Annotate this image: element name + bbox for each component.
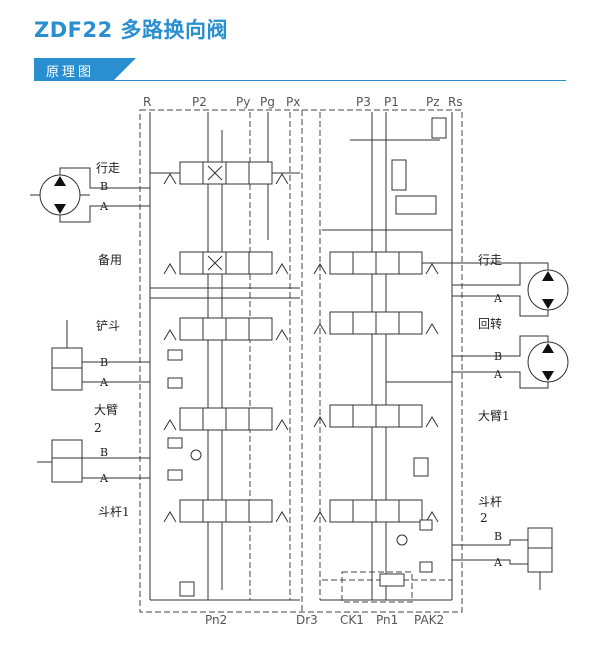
left-section-travel-label: 行走 — [96, 161, 120, 175]
left-section-spare-label: 备用 — [98, 253, 122, 267]
port-bottom-Pn1: Pn1 — [376, 613, 398, 627]
header-rule — [34, 80, 566, 81]
left-spool-travel — [150, 161, 300, 185]
right-section-stick2-label: 斗杆 — [478, 495, 502, 509]
valve-housing — [139, 109, 463, 613]
right-travel-motor — [452, 262, 569, 317]
right-stick-cylinder — [452, 527, 553, 590]
right-section-stick2-a: A — [493, 556, 503, 569]
left-section-bucket-label: 铲斗 — [96, 318, 120, 333]
port-bottom-Dr3: Dr3 — [296, 613, 318, 627]
section-tag-label: 原理图 — [46, 65, 95, 80]
right-section-swing-label: 回转 — [478, 316, 502, 331]
page-title: ZDF22 多路换向阀 — [34, 18, 229, 42]
right-galleries — [319, 112, 453, 603]
port-bottom-PAK2: PAK2 — [414, 613, 444, 627]
left-section-stick1-label: 斗杆1 — [98, 505, 130, 519]
left-section-travel-a: A — [99, 200, 109, 213]
right-section-swing-b: B — [494, 350, 502, 363]
port-bottom-Pn2: Pn2 — [205, 613, 227, 627]
port-top-Py: Py — [236, 95, 250, 109]
port-top-Rs: Rs — [448, 95, 463, 109]
left-spool-bucket — [163, 317, 289, 389]
port-top-P3: P3 — [356, 95, 371, 109]
pilot-reducer — [431, 117, 447, 139]
logic-block — [341, 571, 413, 603]
right-section-swing-a: A — [493, 368, 503, 381]
left-bucket-cylinder — [51, 320, 150, 391]
right-spool-travel — [313, 251, 520, 275]
port-top-Pz: Pz — [426, 95, 440, 109]
right-spool-boom1 — [313, 404, 439, 428]
right-section-stick2-b: B — [494, 530, 502, 543]
right-section-travel-label: 行走 — [478, 253, 502, 267]
left-section-boom2-b: B — [100, 446, 108, 459]
section-tag-bar — [34, 58, 114, 80]
left-boom-cylinder — [37, 439, 150, 483]
port-top-P1: P1 — [384, 95, 399, 109]
left-section-boom2-label: 大臂 — [94, 403, 118, 417]
left-travel-motor — [30, 167, 150, 223]
port-top-Pg: Pg — [260, 95, 275, 109]
left-spool-spare — [150, 251, 300, 299]
priority-valve — [395, 195, 437, 215]
left-section-boom2-label2: 2 — [94, 421, 102, 435]
left-section-boom2-a: A — [99, 472, 109, 485]
port-top-P2: P2 — [192, 95, 207, 109]
left-section-travel-b: B — [100, 180, 108, 193]
relief-valve-main — [391, 159, 407, 191]
section-tag: 原理图 — [34, 58, 138, 80]
port-bottom-CK1: CK1 — [340, 613, 364, 627]
left-spool-boom2 — [163, 407, 289, 481]
right-swing-motor — [452, 335, 569, 389]
port-top-Px: Px — [286, 95, 300, 109]
right-spool-stick2 — [313, 457, 439, 573]
right-spool-swing — [313, 311, 452, 383]
right-section-stick2-label2: 2 — [480, 511, 488, 525]
logic-valve — [379, 573, 405, 587]
left-spool-stick1 — [163, 499, 289, 597]
right-section-travel-a: A — [493, 292, 503, 305]
left-section-bucket-b: B — [100, 356, 108, 369]
port-top-R: R — [143, 95, 151, 109]
left-section-bucket-a: A — [99, 376, 109, 389]
right-section-boom1-label: 大臂1 — [478, 409, 510, 423]
section-tag-wedge — [114, 58, 136, 80]
